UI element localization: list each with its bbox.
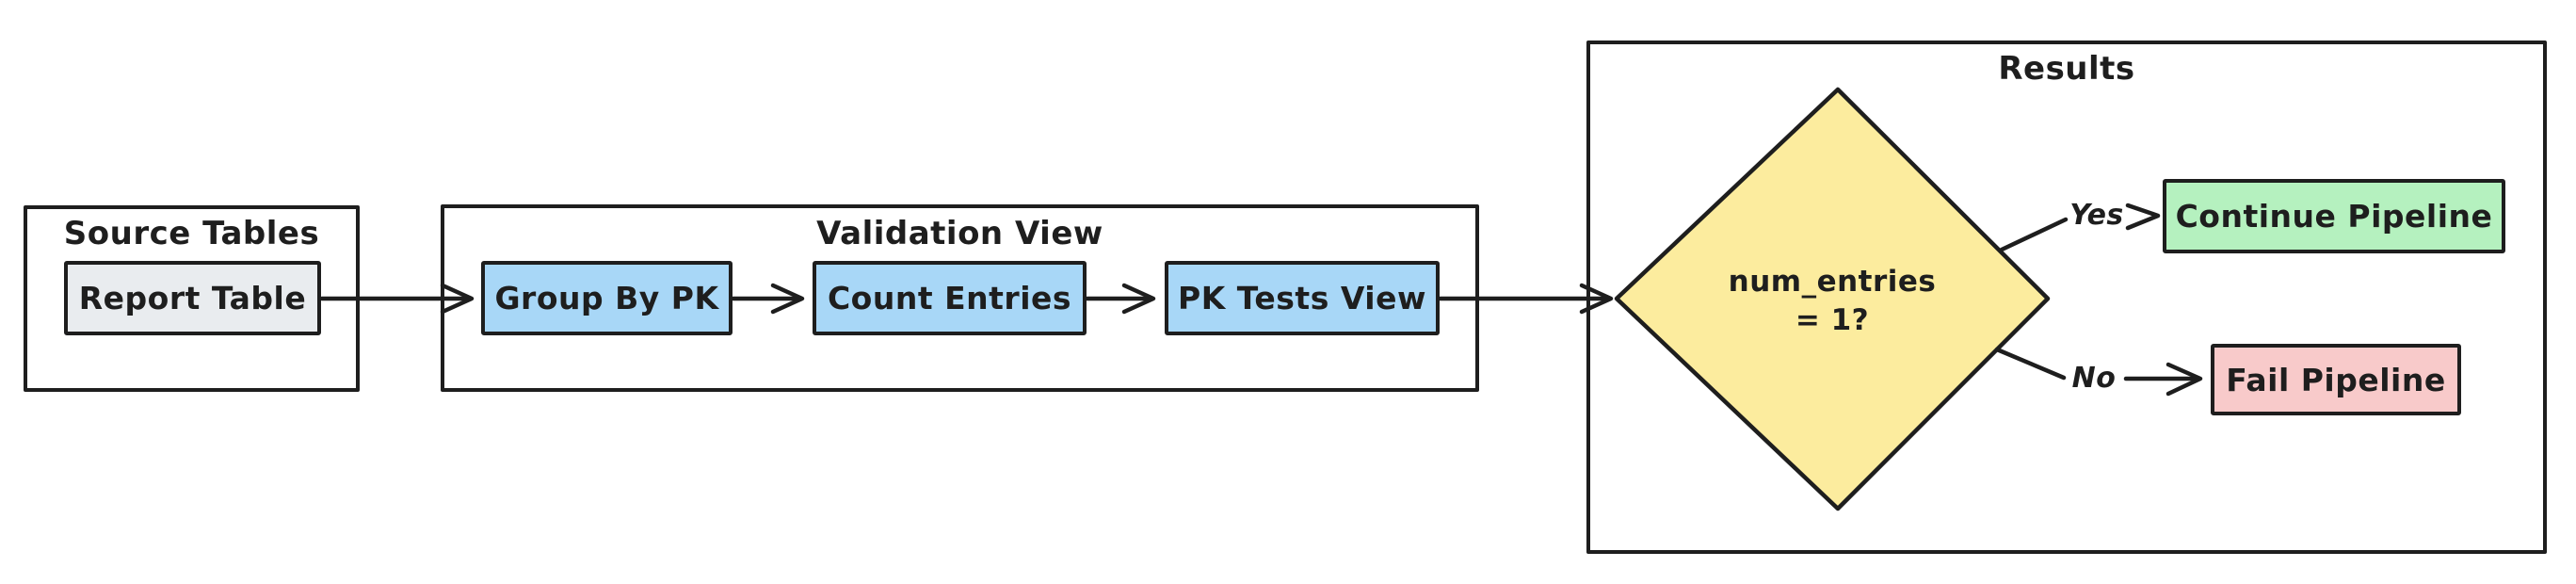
node-fail-pipeline-label: Fail Pipeline [2226,361,2446,398]
group-validation-view-title: Validation View [816,215,1103,252]
node-pk-tests-view-label: PK Tests View [1178,280,1426,316]
node-pk-tests-view: PK Tests View [1165,261,1440,335]
node-group-by-pk: Group By PK [481,261,733,335]
group-source-tables: Source Tables [24,205,360,392]
group-results-title: Results [1998,50,2135,88]
node-count-entries: Count Entries [813,261,1087,335]
decision-label-line1: num_entries [1728,265,1937,299]
node-report-table: Report Table [64,261,321,335]
decision-label-line2: = 1? [1795,303,1870,337]
node-report-table-label: Report Table [78,280,307,316]
yes-branch-label: Yes [2069,199,2124,232]
node-group-by-pk-label: Group By PK [494,280,719,316]
decision-label: num_entries = 1? [1682,263,1983,340]
node-continue-pipeline-label: Continue Pipeline [2175,198,2493,235]
node-continue-pipeline: Continue Pipeline [2163,179,2505,253]
group-source-tables-title: Source Tables [63,215,320,252]
node-count-entries-label: Count Entries [827,280,1072,316]
no-branch-label: No [2071,362,2117,395]
node-fail-pipeline: Fail Pipeline [2211,344,2461,415]
